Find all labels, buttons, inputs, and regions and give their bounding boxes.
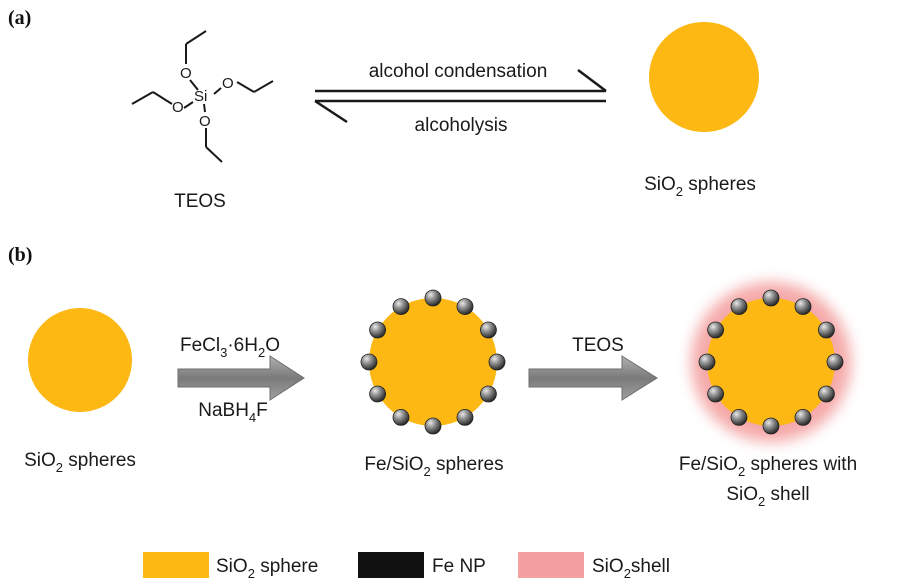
fe-np-particle (424, 417, 442, 435)
legend-label-sio2-sphere: SiO2 sphere (216, 556, 318, 581)
fe-np-particle (392, 298, 410, 316)
fe-sio2-sphere-core (369, 298, 497, 426)
fe-np-particle (730, 408, 748, 426)
atom-o-right: O (222, 75, 234, 92)
fe-np-particle (707, 385, 724, 403)
fe-np-particle (794, 408, 812, 426)
fe-np-particle (456, 298, 474, 316)
fe-np-particle (818, 321, 835, 339)
fe-np-particle (762, 417, 780, 435)
fe-np-particle (456, 408, 474, 426)
atom-si: Si (194, 88, 207, 105)
legend-label-sio2-shell: SiO2shell (592, 556, 670, 581)
final-label-line1: Fe/SiO2 spheres with (679, 454, 857, 479)
sio2-sphere-product (649, 22, 759, 132)
intermediate-label: Fe/SiO2 spheres (364, 454, 503, 479)
start-label: SiO2 spheres (24, 450, 136, 475)
fe-np-ring-final (698, 289, 844, 435)
forward-reaction-label: alcohol condensation (369, 61, 548, 82)
fe-np-particle (762, 289, 780, 307)
fe-np-particle (479, 321, 497, 339)
fe-np-particle (369, 321, 387, 339)
legend-swatch-sio2-shell (518, 552, 584, 578)
teos-label: TEOS (174, 191, 226, 212)
product-label: SiO2 spheres (644, 174, 756, 199)
fe-np-particle (479, 385, 497, 403)
atom-o-left: O (172, 99, 184, 116)
fe-sio2-sphere-core-final (707, 298, 835, 426)
legend-label-fe-np: Fe NP (432, 556, 486, 577)
reagent-teos-label: TEOS (572, 335, 624, 356)
sio2-sphere-start (28, 308, 132, 412)
panel-b-label: (b) (8, 244, 32, 266)
fe-np-particle (488, 353, 506, 371)
panel-a-label: (a) (8, 7, 31, 29)
fe-np-particle (698, 353, 716, 371)
legend-swatch-sio2-sphere (143, 552, 209, 578)
fe-np-particle (369, 385, 387, 403)
fe-np-particle (424, 289, 442, 307)
reaction-arrow-2 (528, 355, 658, 401)
fe-np-particle (826, 353, 844, 371)
legend: SiO2 sphere Fe NP SiO2shell (143, 552, 670, 581)
fe-np-particle (818, 385, 835, 403)
fe-np-particle (794, 298, 812, 316)
fe-np-ring-intermediate (360, 289, 506, 435)
final-label-line2: SiO2 shell (726, 484, 809, 509)
fe-np-particle (392, 408, 410, 426)
atom-o-bottom: O (199, 113, 211, 130)
reverse-reaction-label: alcoholysis (415, 115, 508, 136)
fe-np-particle (707, 321, 724, 339)
atom-o-top: O (180, 65, 192, 82)
reagent-nabh4f-label: NaBH4F (198, 400, 268, 425)
fe-np-particle (360, 353, 378, 371)
fe-np-particle (730, 298, 748, 316)
legend-swatch-fe-np (358, 552, 424, 578)
teos-molecule (131, 30, 274, 163)
reaction-arrow-1 (177, 355, 305, 401)
equilibrium-arrows (314, 69, 607, 124)
reagent-fecl3-label: FeCl3·6H2O (180, 335, 280, 360)
